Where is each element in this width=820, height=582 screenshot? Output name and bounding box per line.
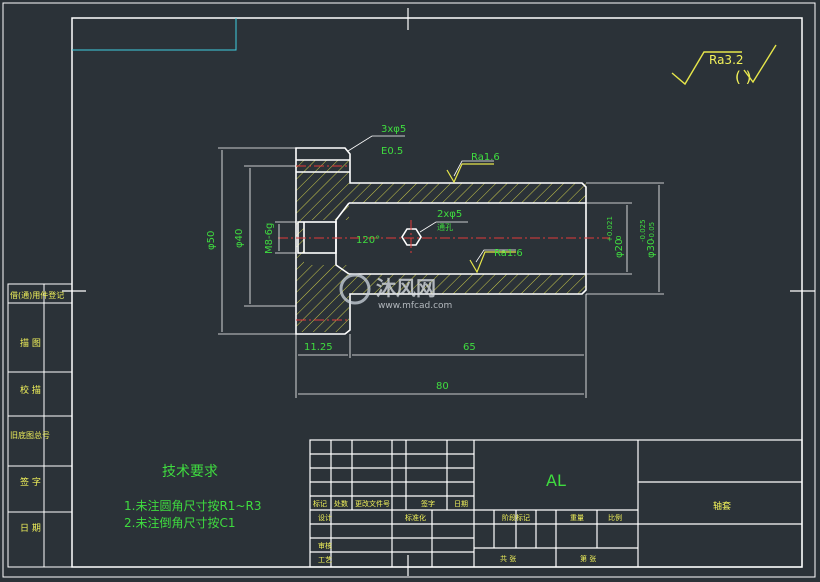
part-section-view: [278, 147, 610, 335]
title-row-label-2: 更改文件号: [355, 499, 390, 508]
corner-code-box: [72, 18, 237, 51]
tech-req-line1: 1.未注圆角尺寸按R1~R3: [124, 498, 261, 513]
title-row-label-3: 签字: [421, 499, 435, 508]
callout-chamfer: E0.5: [381, 146, 403, 157]
dim-len-flange: 11.25: [304, 342, 333, 353]
dim-bore: φ20: [614, 239, 625, 258]
tech-req-title: 技术要求: [162, 464, 218, 480]
dim-bore-tol-upper: +0.021: [606, 216, 614, 242]
callout-ra-top: Ra1.6: [471, 152, 500, 163]
title-design: 设计: [318, 513, 332, 522]
title-process: 工艺: [318, 556, 332, 564]
dim-len-body: 65: [463, 342, 476, 353]
title-standardize: 标准化: [405, 513, 426, 522]
roughness-others-label: ( ): [735, 68, 751, 86]
title-part-name: 轴套: [713, 500, 731, 512]
title-scale: 比例: [608, 513, 622, 522]
left-strip-label-3: 旧底图总号: [10, 430, 50, 440]
title-row-label-1: 处数: [334, 499, 348, 508]
title-block: [309, 439, 803, 568]
centering-marks: [62, 8, 815, 576]
callout-holes-top: 3xφ5: [381, 124, 406, 135]
left-margin-strip: [7, 283, 73, 568]
title-material: AL: [546, 471, 566, 490]
left-strip-label-5: 日 期: [20, 523, 41, 534]
roughness-symbol-main: Ra3.2 ( ): [671, 44, 777, 86]
dim-bore-tol-lower: 0: [615, 236, 623, 240]
dim-outer-tol-lower: -0.05: [648, 222, 656, 240]
dimension-texts: 3xφ5 E0.5 Ra1.6 2xφ5 通孔 Ra1.6 120° φ50 φ…: [206, 124, 657, 392]
left-strip-label-4: 签 字: [20, 476, 41, 488]
watermark-url: www.mfcad.com: [378, 301, 452, 311]
dim-outer-tol-upper: -0.025: [639, 219, 647, 242]
section-hatching: [296, 160, 586, 332]
title-sheets-total: 共 张: [500, 554, 516, 563]
roughness-symbol-part: [446, 163, 516, 274]
callout-cross-hole: 2xφ5: [437, 209, 462, 220]
watermark: 沐风网 www.mfcad.com: [339, 273, 452, 311]
dim-outer: φ30: [646, 239, 657, 258]
dim-thread: M8-6g: [264, 223, 275, 254]
dim-len-total: 80: [436, 381, 449, 392]
title-row-label-0: 标记: [313, 499, 327, 508]
title-block-texts: AL 轴套 标记 处数 更改文件号 签字 日期 设计 标准化 审核 工艺 阶段标…: [313, 471, 731, 564]
title-sheet-no: 第 张: [580, 554, 596, 563]
left-strip-label-2: 校 描: [20, 384, 41, 396]
title-weight: 重量: [570, 514, 584, 522]
left-strip-label-0: 借(通)用件登记: [10, 290, 64, 300]
dim-dia50: φ50: [206, 231, 217, 250]
tech-req-line2: 2.未注倒角尺寸按C1: [124, 515, 235, 530]
title-row-label-4: 日期: [454, 500, 468, 508]
dimension-lines: [218, 135, 664, 398]
title-stage: 阶段标记: [502, 513, 530, 522]
left-strip-labels: 借(通)用件登记 描 图 校 描 旧底图总号 签 字 日 期: [10, 290, 64, 534]
callout-cone-angle: 120°: [356, 235, 380, 246]
dim-dia40: φ40: [234, 229, 245, 248]
title-check: 审核: [318, 541, 332, 550]
roughness-main-label: Ra3.2: [709, 53, 744, 67]
callout-ra-bore: Ra1.6: [494, 248, 523, 259]
left-strip-label-1: 描 图: [20, 337, 41, 349]
watermark-brand: 沐风网: [376, 276, 436, 300]
technical-requirements: 技术要求 1.未注圆角尺寸按R1~R3 2.未注倒角尺寸按C1: [124, 464, 261, 530]
section-centerlines: [278, 165, 610, 321]
watermark-logo: [339, 273, 371, 305]
callout-cross-hole-sub: 通孔: [437, 222, 453, 232]
